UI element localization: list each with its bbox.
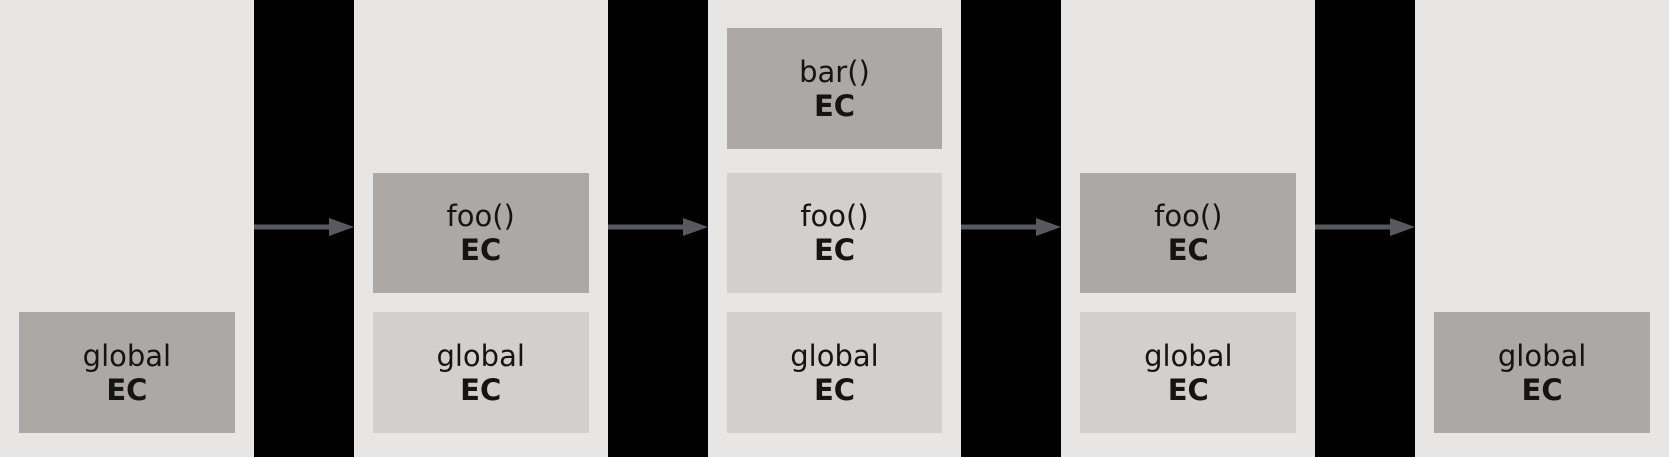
ec-box-global: global EC (372, 312, 589, 433)
call-stack-snapshot-5: global EC (1415, 0, 1669, 457)
ec-box-global: global EC (1434, 312, 1650, 433)
call-stack-snapshot-1: global EC (0, 0, 254, 457)
ec-sublabel: EC (460, 372, 502, 407)
call-stack-snapshot-4: foo() EC global EC (1061, 0, 1316, 457)
separator-bar (253, 0, 354, 457)
ec-sublabel: EC (1167, 372, 1209, 407)
separator-bar (961, 0, 1062, 457)
ec-sublabel: EC (1167, 233, 1209, 267)
right-arrow-icon (607, 218, 708, 236)
ec-box-bar: bar() EC (726, 28, 943, 149)
ec-label: bar() (799, 54, 870, 89)
right-arrow-icon (1315, 218, 1416, 236)
separator-bar (607, 0, 708, 457)
ec-box-foo: foo() EC (1080, 173, 1297, 293)
ec-label: global (790, 338, 879, 373)
ec-sublabel: EC (1521, 372, 1563, 407)
ec-label: global (82, 338, 172, 373)
separator-bar (1315, 0, 1416, 457)
ec-box-foo: foo() EC (726, 173, 943, 293)
ec-label: global (1144, 338, 1233, 373)
ec-box-foo: foo() EC (372, 173, 589, 293)
ec-box-global: global EC (726, 312, 943, 433)
right-arrow-icon (961, 218, 1062, 236)
ec-sublabel: EC (813, 88, 856, 123)
ec-label: foo() (446, 199, 515, 233)
ec-box-global: global EC (19, 312, 235, 433)
ec-sublabel: EC (106, 372, 148, 407)
ec-box-global: global EC (1080, 312, 1297, 433)
ec-sublabel: EC (460, 233, 502, 267)
ec-label: foo() (1154, 199, 1223, 233)
ec-label: global (436, 338, 525, 373)
call-stack-snapshot-3: bar() EC foo() EC global EC (707, 0, 962, 457)
ec-label: global (1497, 338, 1587, 373)
ec-label: foo() (800, 199, 869, 233)
right-arrow-icon (253, 218, 354, 236)
call-stack-snapshot-2: foo() EC global EC (353, 0, 608, 457)
ec-sublabel: EC (813, 372, 856, 407)
ec-sublabel: EC (813, 233, 856, 267)
